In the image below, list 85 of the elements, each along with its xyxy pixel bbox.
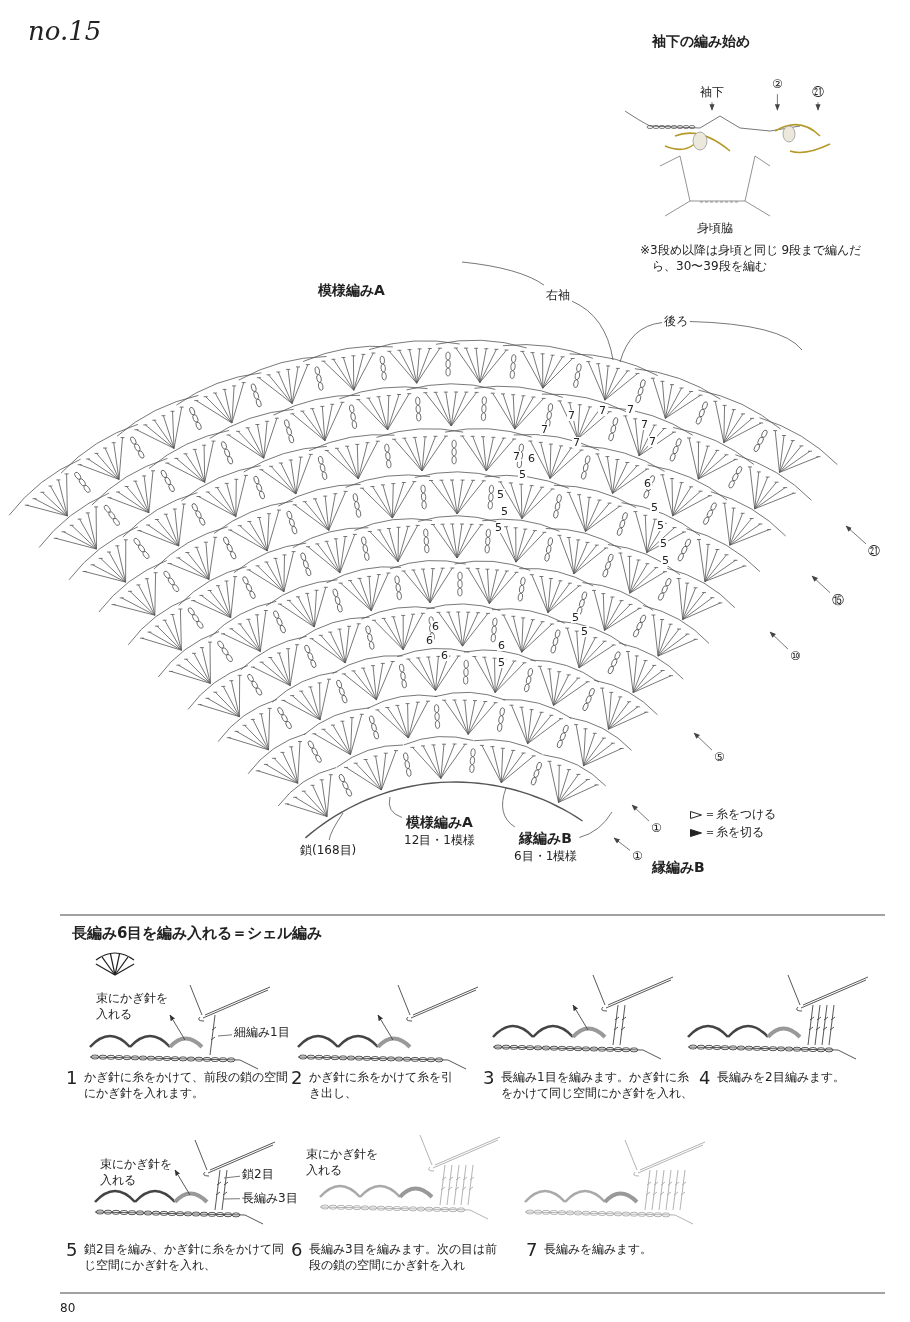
row-number: 5 — [580, 626, 589, 637]
part-label: 後ろ — [664, 313, 688, 330]
leader-line — [223, 1198, 241, 1200]
step-caption: 鎖2目を編み、かぎ針に糸をかけて同じ空間にかぎ針を入れ、 — [84, 1241, 285, 1274]
stitch-label: 鎖2目 — [242, 1166, 274, 1183]
leader-line — [571, 300, 614, 361]
stitch-count-label: 12目・1模様 — [404, 831, 475, 849]
row-number: 5 — [659, 538, 668, 549]
note-text: ※3段め以降は身頃と同じ 9段まで編んだら、30〜39段を編む — [640, 242, 863, 275]
row-number: 5 — [500, 506, 509, 517]
step-caption: かぎ針に糸をかけて糸を引き出し、 — [309, 1069, 454, 1102]
section-heading: 長編み6目を編み入れる＝シェル編み — [72, 923, 323, 944]
row-number: 5 — [571, 612, 580, 623]
page-number: 80 — [60, 1300, 76, 1317]
page-title: no.15 — [28, 15, 102, 48]
part-label: 身頃脇 — [697, 220, 733, 237]
legend-text: ＝糸を切る — [704, 824, 764, 841]
row-number: 7 — [626, 404, 635, 415]
step-number: 2 — [291, 1066, 303, 1090]
step-number: 4 — [699, 1066, 711, 1090]
row-number: 7 — [512, 451, 521, 462]
row-number: 5 — [494, 522, 503, 533]
row-number: 7 — [572, 437, 581, 448]
row-number: 7 — [567, 410, 576, 421]
leader-line — [328, 812, 344, 841]
sleeve-start-drawing — [624, 110, 831, 217]
step-caption: 長編み1目を編みます。かぎ針に糸をかけて同じ空間にかぎ針を入れ、 — [501, 1069, 694, 1102]
leader-line — [461, 261, 545, 286]
row-number: 5 — [650, 502, 659, 513]
stitch-count-label: 6目・1模様 — [514, 847, 578, 865]
leader-line — [217, 1034, 233, 1037]
row-number: ⑮ — [832, 592, 844, 609]
step-number: 1 — [66, 1066, 78, 1090]
stitch-label: 長編み3目 — [242, 1190, 298, 1207]
row-number: ⑤ — [714, 749, 725, 766]
row-number: 5 — [497, 657, 506, 668]
row-number: 5 — [656, 520, 665, 531]
part-label: 右袖 — [546, 287, 570, 304]
step-number: 3 — [483, 1066, 495, 1090]
row-number: 6 — [425, 635, 434, 646]
row-number: 5 — [518, 469, 527, 480]
row-number: 7 — [598, 405, 607, 416]
pattern-label: 縁編みB — [652, 858, 705, 877]
leader-arrow — [815, 101, 821, 111]
leader-line — [223, 1175, 241, 1179]
stitch-count-label: 鎖(168目) — [300, 842, 357, 859]
legend-text: ＝糸をつける — [704, 806, 776, 823]
row-number: 5 — [661, 555, 670, 566]
row-number: ① — [632, 848, 643, 865]
stitch-label: 細編み1目 — [234, 1024, 290, 1041]
step-caption: 長編み3目を編みます。次の目は前段の鎖の空間にかぎ針を入れ — [309, 1241, 498, 1274]
step-number: 5 — [66, 1238, 78, 1262]
row-number: 7 — [540, 424, 549, 435]
step-caption: かぎ針に糸をかけて、前段の鎖の空間にかぎ針を入れます。 — [84, 1069, 289, 1102]
instruction-label: 束にかぎ針を入れる — [306, 1146, 379, 1179]
inset-title: 袖下の編み始め — [652, 32, 750, 51]
leader-line — [388, 796, 403, 818]
row-number: 7 — [648, 436, 657, 447]
row-number: 6 — [431, 621, 440, 632]
row-number: 6 — [497, 640, 506, 651]
row-number: ⑩ — [790, 648, 801, 665]
row-number: ㉑ — [812, 84, 824, 101]
leader-line — [502, 787, 516, 828]
step-caption: 長編みを編みます。 — [544, 1241, 653, 1258]
pattern-label: 模様編みA — [318, 281, 385, 300]
row-number: 5 — [496, 489, 505, 500]
part-label: 袖下 — [700, 84, 724, 101]
leader-line — [689, 321, 803, 351]
pattern-label: 模様編みA — [405, 813, 474, 832]
row-number: ㉑ — [868, 543, 880, 560]
pattern-label: 縁編みB — [517, 829, 573, 848]
step-number: 6 — [291, 1238, 303, 1262]
row-number: ② — [772, 76, 783, 93]
row-number: 6 — [440, 650, 449, 661]
row-number: 6 — [527, 453, 536, 464]
instruction-label: 束にかぎ針を入れる — [100, 1156, 173, 1189]
leader-line — [578, 811, 613, 838]
leader-line — [619, 322, 663, 363]
step-caption: 長編みを2目編みます。 — [717, 1069, 846, 1086]
leader-arrow — [709, 101, 715, 111]
instruction-label: 束にかぎ針を入れる — [96, 990, 169, 1023]
step-number: 7 — [526, 1238, 538, 1262]
row-number: ① — [651, 820, 662, 837]
row-number: 7 — [640, 419, 649, 430]
row-number: 6 — [643, 478, 652, 489]
